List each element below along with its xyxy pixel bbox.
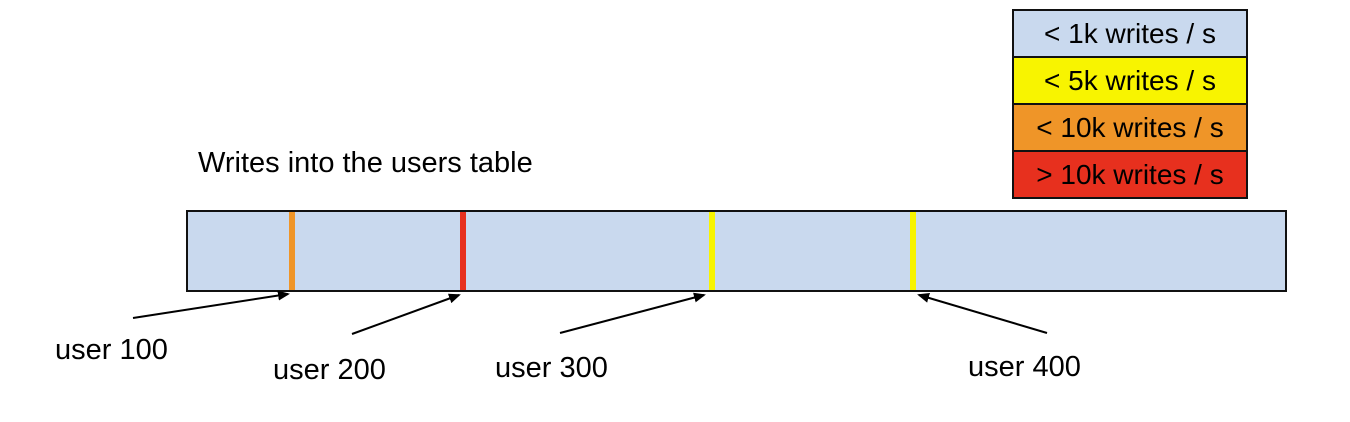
legend-item-lt-1k: < 1k writes / s (1014, 11, 1246, 58)
arrow-user-300 (559, 292, 706, 334)
users-table-bar (186, 210, 1287, 292)
user-200-label: user 200 (273, 354, 386, 386)
write-hotspot-user-200 (460, 212, 466, 290)
write-hotspot-user-400 (910, 212, 916, 290)
diagram-title: Writes into the users table (198, 147, 533, 179)
arrow-user-100 (132, 290, 290, 319)
legend-item-label: < 10k writes / s (1036, 111, 1224, 143)
legend: < 1k writes / s < 5k writes / s < 10k wr… (1012, 9, 1248, 199)
user-300-label: user 300 (495, 352, 608, 384)
legend-item-gt-10k: > 10k writes / s (1014, 152, 1246, 197)
user-100-label: user 100 (55, 334, 168, 366)
arrow-user-400 (917, 293, 1048, 334)
write-hotspot-user-300 (709, 212, 715, 290)
arrow-user-200 (351, 293, 461, 335)
legend-item-label: > 10k writes / s (1036, 158, 1224, 190)
legend-item-lt-10k: < 10k writes / s (1014, 105, 1246, 152)
legend-item-label: < 1k writes / s (1044, 17, 1216, 49)
user-400-label: user 400 (968, 351, 1081, 383)
legend-item-lt-5k: < 5k writes / s (1014, 58, 1246, 105)
legend-item-label: < 5k writes / s (1044, 64, 1216, 96)
write-hotspot-user-100 (289, 212, 295, 290)
